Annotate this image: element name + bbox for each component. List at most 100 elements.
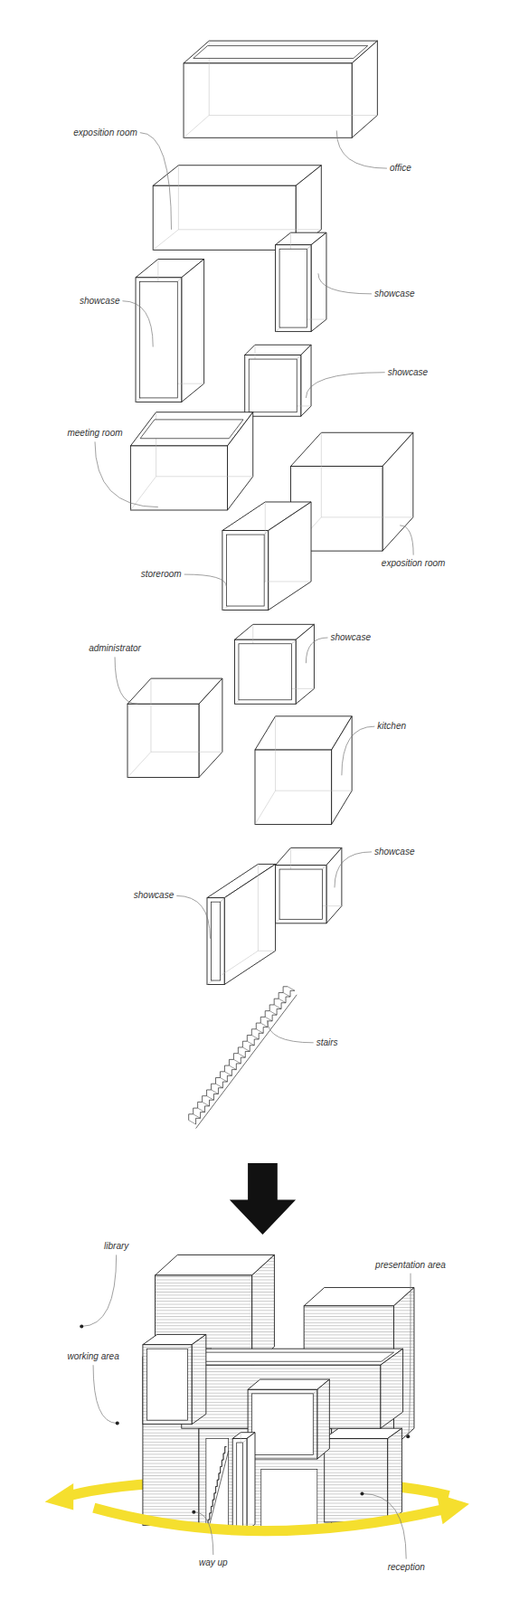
leader-line [176,895,210,938]
hidden-edge [178,165,322,230]
volume-box [234,623,314,704]
side-face [311,232,327,331]
side-face [301,344,312,416]
front-face [275,245,312,332]
frame-opening [236,1442,244,1526]
front-face [234,639,296,704]
stair-tread [269,1010,277,1016]
part-label: showcase [374,288,415,300]
volume-box [245,344,312,416]
stair-tread [207,1095,215,1101]
stair-tread [193,1114,201,1119]
volume-box [255,716,352,825]
leader-line [140,132,172,230]
circulation-head [45,1482,75,1510]
volume-box [222,501,312,611]
front-face [207,897,225,985]
stair-fill [188,986,295,1124]
stair-tread [224,1071,232,1077]
frame-opening [210,901,220,981]
volume-box [127,678,223,777]
part-label: stairs [316,1037,339,1049]
stair-tread [242,1047,250,1052]
stair-tread [283,991,291,997]
hidden-edge [275,716,353,791]
stair-tread [188,1120,197,1125]
frame-depth [307,244,313,249]
part-label: showcase [374,846,415,858]
part-label: showcase [330,632,370,643]
frame-depth [312,1389,318,1394]
leader-line [399,525,414,556]
stair-tread [260,1022,268,1028]
part-label: presentation area [375,1259,446,1271]
hidden-edge [130,476,156,510]
frame-opening [248,358,297,413]
frame-opening [140,281,179,398]
front-face [142,1344,192,1425]
front-face [245,355,302,417]
frame-opening [146,1348,188,1420]
side-face [246,1432,255,1530]
hidden-edge [183,114,209,138]
volume-box [275,232,327,331]
stair-tread [211,1089,219,1095]
frame-opening [252,1393,314,1455]
top-opening [140,419,244,439]
hidden-edge [264,501,312,582]
stair-tread [237,1053,246,1058]
stair-underside [196,994,298,1129]
stair-tread [233,1058,241,1064]
leader-line [305,637,328,663]
stair-tread [273,1004,282,1010]
part-label: kitchen [377,720,407,732]
stair-opening [206,1437,229,1528]
leader-dot [406,1434,410,1438]
leader-line [114,656,138,704]
part-label: exposition room [381,557,446,569]
leader-line [193,1511,213,1555]
top-face [245,344,312,355]
illustration-group [45,40,470,1530]
part-label: working area [66,1350,119,1362]
top-face [181,1348,404,1365]
volume-box [207,863,276,984]
leader-dot [115,1421,120,1426]
hidden-edge [127,751,152,777]
frame-depth [296,355,301,359]
stair-tread [228,1065,237,1070]
leader-line [93,1364,118,1423]
leader-line [318,273,372,294]
front-face [135,277,182,403]
frame-opening [226,534,265,606]
stair-tread [219,1077,227,1083]
top-face [247,1378,330,1389]
hidden-edge [321,432,414,518]
volume-box [275,847,342,923]
side-face [268,501,312,611]
frame-opening [279,248,307,328]
side-face [326,847,342,923]
stairs-figure [207,1446,229,1530]
top-opening [193,46,369,59]
front-face [127,703,199,777]
stairs-figure [188,986,298,1129]
stair-tread [251,1035,259,1040]
part-label: storeroom [141,568,182,580]
stair-tread [198,1107,206,1113]
volume-box [130,412,253,510]
front-face [324,1437,388,1521]
opening [261,1468,318,1528]
front-face [232,1437,247,1530]
stair-tread [202,1101,210,1106]
side-face [295,623,314,704]
leader-line [81,1254,116,1326]
circulation-head [436,1492,470,1524]
side-face [387,1427,403,1522]
leader-line [341,726,375,775]
stair-edge [207,1446,227,1527]
front-face [183,63,352,138]
leader-line [407,1273,411,1437]
front-face [222,530,269,611]
